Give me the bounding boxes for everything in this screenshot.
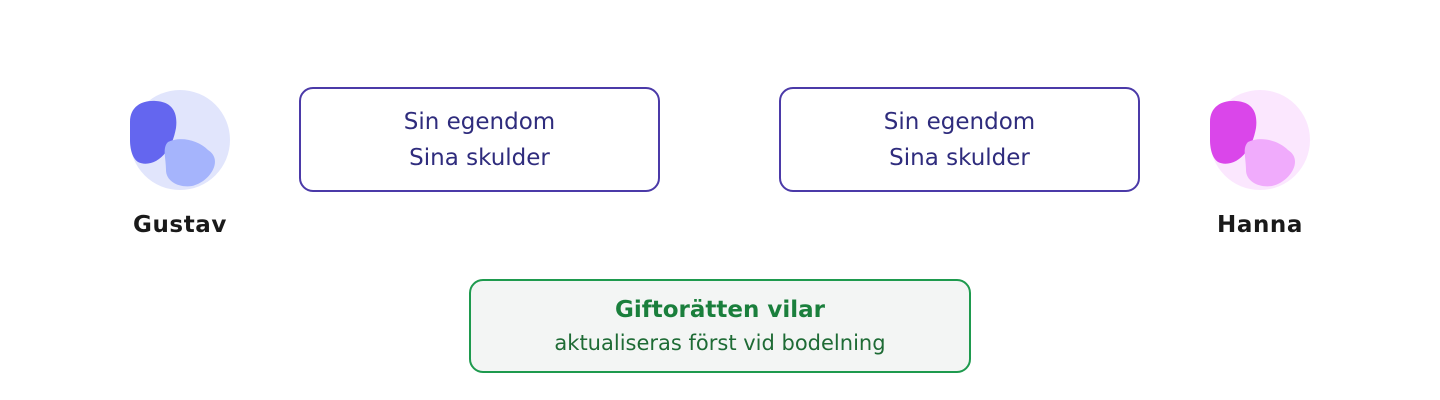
person-avatar-icon bbox=[130, 90, 230, 190]
gustav-property-box: Sin egendom Sina skulder bbox=[299, 87, 660, 192]
person-name-gustav: Gustav bbox=[132, 212, 228, 238]
marital-rights-box: Giftorätten vilar aktualiseras först vid… bbox=[469, 279, 971, 373]
box-line-debts: Sina skulder bbox=[409, 144, 550, 171]
marital-rights-title: Giftorätten vilar bbox=[614, 297, 826, 323]
box-line-debts: Sina skulder bbox=[889, 144, 1030, 171]
marital-rights-subtitle: aktualiseras först vid bodelning bbox=[554, 331, 886, 355]
avatar-gustav bbox=[130, 90, 230, 190]
box-line-property: Sin egendom bbox=[883, 108, 1036, 135]
box-line-property: Sin egendom bbox=[403, 108, 556, 135]
person-avatar-icon bbox=[1210, 90, 1310, 190]
hanna-property-box: Sin egendom Sina skulder bbox=[779, 87, 1140, 192]
avatar-hanna bbox=[1210, 90, 1310, 190]
person-name-hanna: Hanna bbox=[1216, 212, 1304, 238]
